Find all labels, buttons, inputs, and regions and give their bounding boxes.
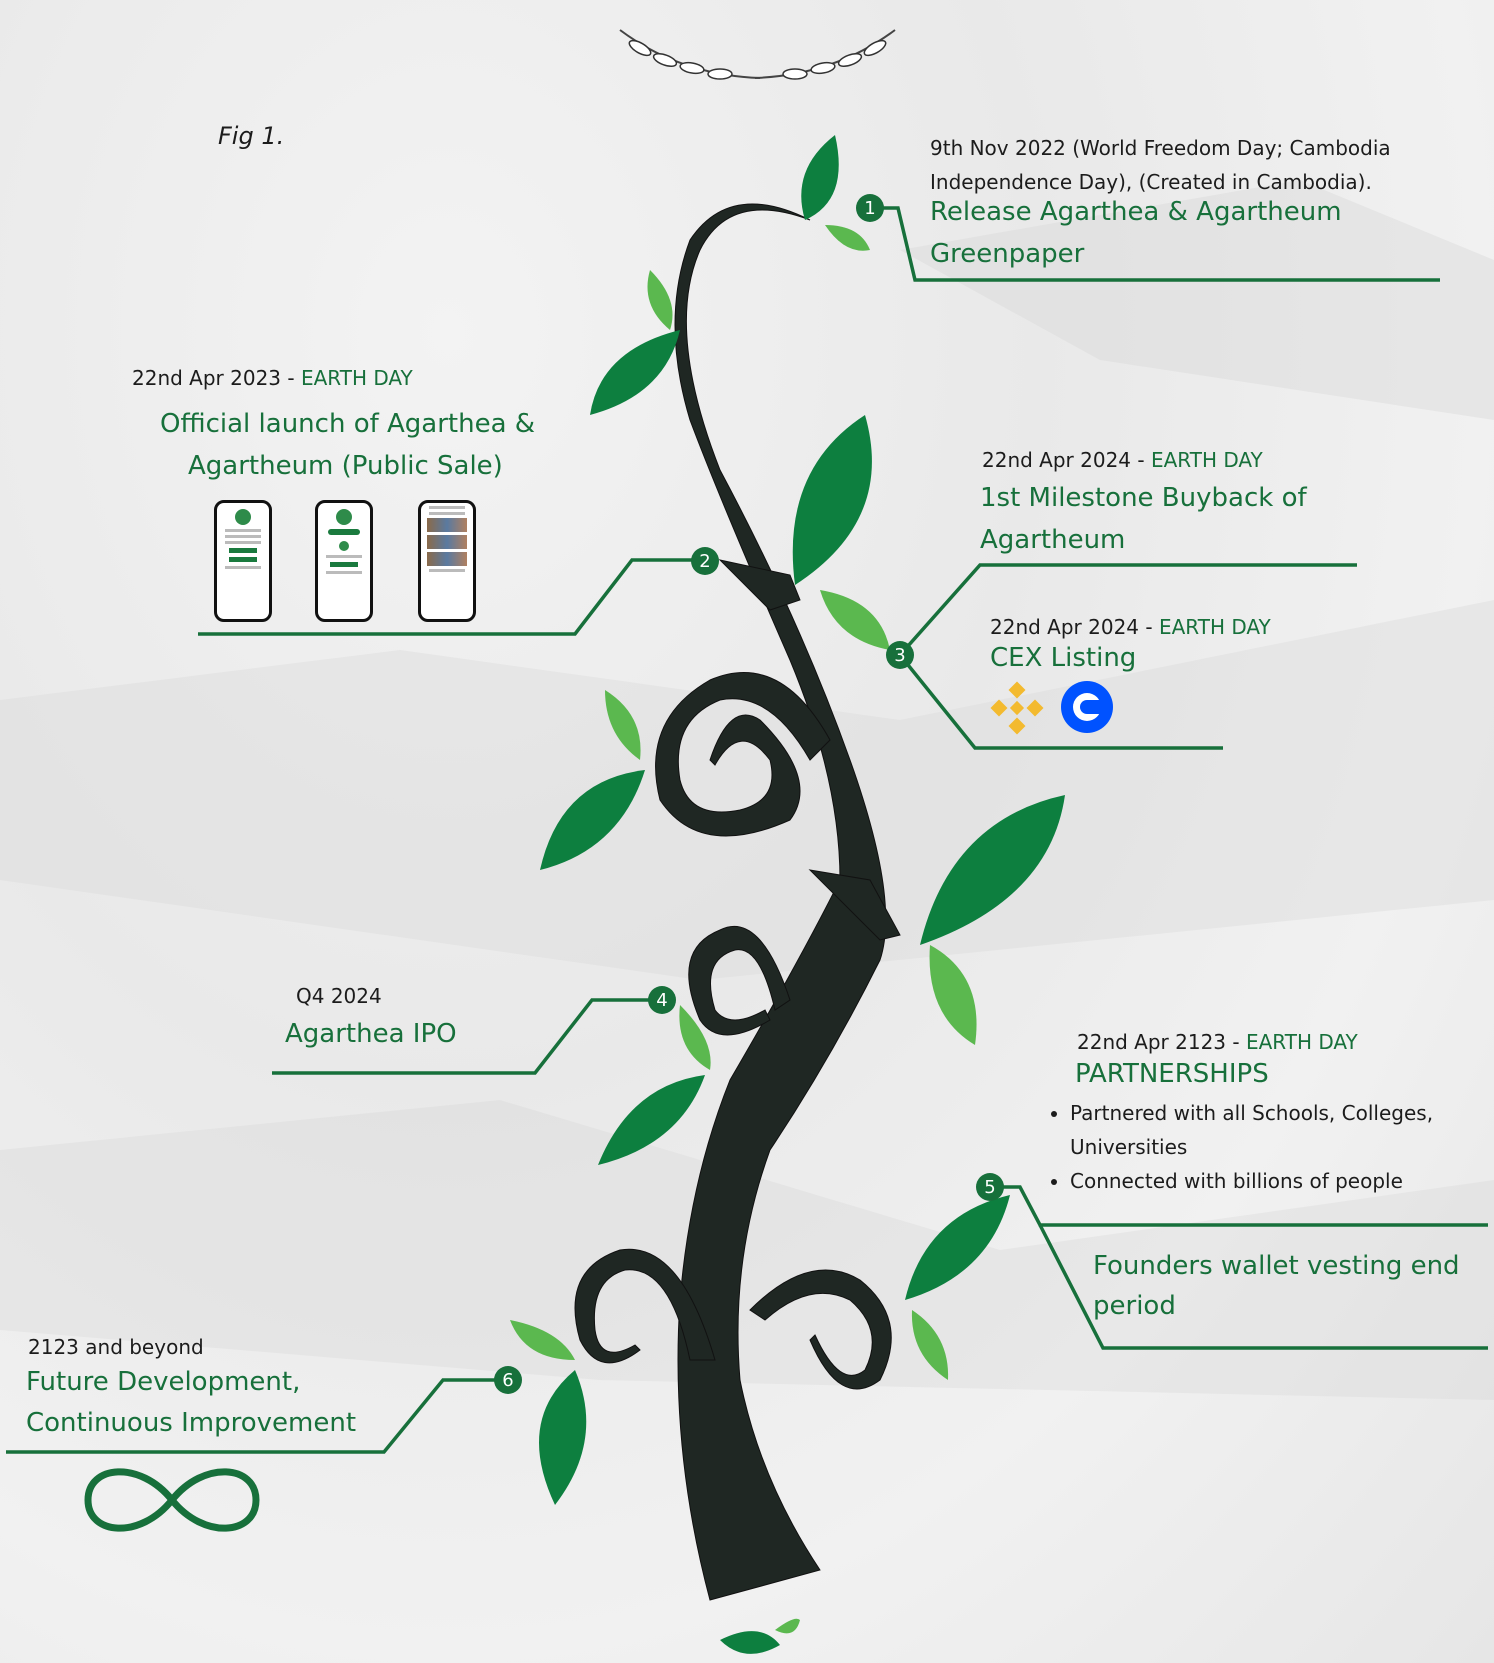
earth-day-tag: EARTH DAY — [1158, 615, 1271, 639]
list-item: Connected with billions of people — [1070, 1164, 1433, 1198]
milestone-5-bullets: Partnered with all Schools, Colleges, Un… — [1044, 1096, 1433, 1198]
beanstalk-stem — [574, 203, 901, 1601]
list-item: Partnered with all Schools, Colleges, — [1070, 1096, 1433, 1130]
milestone-3-date: 22nd Apr 2024 - EARTH DAY — [982, 448, 1263, 472]
milestone-1-title-line1: Release Agarthea & Agartheum — [930, 197, 1342, 227]
svg-text:6: 6 — [502, 1370, 513, 1391]
milestone-3-sub-date: 22nd Apr 2024 - EARTH DAY — [990, 615, 1271, 639]
milestone-2-title-line1: Official launch of Agarthea & — [160, 409, 536, 439]
marker-4: 4 — [648, 986, 676, 1014]
laurel-wreath-icon — [619, 29, 896, 80]
marker-3: 3 — [886, 641, 914, 669]
svg-text:4: 4 — [656, 990, 667, 1011]
leaves — [510, 135, 1065, 1654]
milestone-6-title-line2: Continuous Improvement — [26, 1408, 357, 1438]
milestone-3-title-line1: 1st Milestone Buyback of — [980, 483, 1307, 513]
earth-day-tag: EARTH DAY — [1150, 448, 1263, 472]
milestone-3-title-line2: Agartheum — [980, 525, 1126, 555]
coinbase-icon — [1061, 681, 1113, 733]
milestone-6-title-line1: Future Development, — [26, 1367, 301, 1397]
milestone-6-date: 2123 and beyond — [28, 1335, 204, 1359]
marker-2: 2 — [691, 547, 719, 575]
milestone-1-date-line2: Independence Day), (Created in Cambodia)… — [930, 170, 1372, 194]
milestone-1-date-line1: 9th Nov 2022 (World Freedom Day; Cambodi… — [930, 136, 1391, 160]
earth-day-tag: EARTH DAY — [300, 366, 413, 390]
phone-screenshot — [315, 500, 373, 622]
svg-text:1: 1 — [864, 198, 875, 219]
milestone-1-title-line2: Greenpaper — [930, 239, 1085, 269]
milestone-5-title-line2: period — [1093, 1291, 1176, 1321]
infinity-icon — [84, 1468, 260, 1532]
milestone-4-date: Q4 2024 — [296, 984, 382, 1008]
earth-day-tag: EARTH DAY — [1245, 1030, 1358, 1054]
svg-text:5: 5 — [984, 1177, 995, 1198]
milestone-2-date: 22nd Apr 2023 - EARTH DAY — [132, 366, 413, 390]
marker-6: 6 — [494, 1366, 522, 1394]
svg-text:2: 2 — [699, 551, 710, 572]
svg-text:3: 3 — [894, 645, 905, 666]
milestone-2-title-line2: Agartheum (Public Sale) — [188, 451, 503, 481]
list-item: Universities — [1070, 1135, 1188, 1159]
phone-screenshot — [418, 500, 476, 622]
milestone-5-title-line1: Founders wallet vesting end — [1093, 1251, 1460, 1281]
milestone-5-date: 22nd Apr 2123 - EARTH DAY — [1077, 1030, 1358, 1054]
figure-label: Fig 1. — [218, 122, 285, 150]
milestone-3-sub-title: CEX Listing — [990, 643, 1137, 673]
phone-screenshot — [214, 500, 272, 622]
marker-1: 1 — [856, 194, 884, 222]
timeline-connectors — [6, 206, 1488, 1454]
milestone-4-title: Agarthea IPO — [285, 1019, 457, 1049]
marker-5: 5 — [976, 1173, 1004, 1201]
milestone-5-heading: PARTNERSHIPS — [1075, 1059, 1269, 1089]
